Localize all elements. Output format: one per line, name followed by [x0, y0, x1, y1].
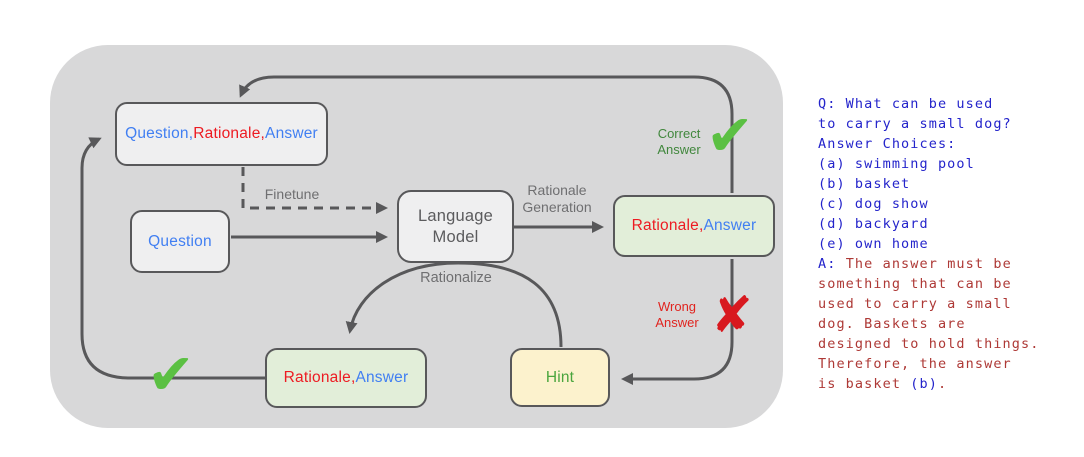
qa-line: designed to hold things. [818, 334, 1080, 354]
qa-line: (c) dog show [818, 194, 1080, 214]
node-label-part: Question, [125, 125, 194, 142]
node-label-part: Rationale, [283, 369, 356, 386]
node-label-part: Answer [265, 125, 318, 142]
node-question-label: Question [148, 232, 212, 250]
qa-segment: designed to hold things. [818, 336, 1040, 352]
qa-line: used to carry a small [818, 294, 1080, 314]
node-question: Question [130, 210, 230, 273]
edge-wrong-to-hint [621, 259, 734, 385]
qa-segment: (c) dog show [818, 196, 929, 212]
correct-answer-label: Correct Answer [657, 126, 701, 158]
qa-segment: dog. Baskets are [818, 316, 966, 332]
qa-line: Q: What can be used [818, 94, 1080, 114]
node-label-part: Rationale, [193, 125, 266, 142]
node-language-model-label: Language Model [417, 206, 493, 246]
edge-correct-loop [239, 75, 734, 193]
qa-segment: Therefore, the answer [818, 356, 1012, 372]
qa-line: A: The answer must be [818, 254, 1080, 274]
qa-segment: A: [818, 256, 837, 272]
qa-segment: something that can be [818, 276, 1012, 292]
node-language-model: Language Model [397, 190, 514, 263]
qa-segment: used to carry a small [818, 296, 1012, 312]
edge-finetune [241, 167, 388, 214]
edge-rationalize-loop [80, 137, 265, 380]
qa-line: to carry a small dog? [818, 114, 1080, 134]
qa-line: Therefore, the answer [818, 354, 1080, 374]
qa-segment: (b) basket [818, 176, 911, 192]
edge-label-rationalize: Rationalize [420, 270, 492, 286]
wrong-cross-icon: ✘ [711, 286, 753, 344]
qa-example-panel: Q: What can be used to carry a small dog?… [818, 94, 1080, 394]
qa-segment: Answer Choices: [818, 136, 957, 152]
node-hint: Hint [510, 348, 610, 407]
correct-check-icon: ✔ [706, 103, 754, 169]
node-hint-label: Hint [545, 368, 575, 386]
qa-segment: . [937, 376, 948, 392]
qa-segment: (e) own home [818, 236, 929, 252]
qa-line: (b) basket [818, 174, 1080, 194]
qa-segment: (b) [910, 376, 938, 392]
node-label-part: Rationale, [631, 217, 704, 234]
node-rationale-answer-bottom: Rationale, Answer [265, 348, 427, 408]
qa-line: something that can be [818, 274, 1080, 294]
qa-line: Answer Choices: [818, 134, 1080, 154]
edge-label-finetune: Finetune [264, 186, 320, 202]
qa-line: dog. Baskets are [818, 314, 1080, 334]
qa-segment: to carry a small dog? [818, 116, 1012, 132]
edge-hint-rationalize [345, 261, 563, 348]
node-label-part: Answer [355, 369, 409, 386]
qa-line: is basket (b). [818, 374, 1080, 394]
qa-line: (d) backyard [818, 214, 1080, 234]
node-question-rationale-answer: Question, Rationale, Answer [115, 102, 328, 166]
node-label-part: Answer [703, 217, 757, 234]
qa-line: (a) swimming pool [818, 154, 1080, 174]
node-rationale-answer-right: Rationale, Answer [613, 195, 775, 257]
qa-segment: (a) swimming pool [818, 156, 975, 172]
wrong-answer-label: Wrong Answer [655, 299, 699, 331]
edge-label-rationale-generation: Rationale Generation [522, 182, 592, 215]
qa-segment: The answer must be [836, 256, 1012, 272]
qa-segment: is basket [818, 376, 911, 392]
loop-check-icon: ✔ [147, 342, 195, 408]
qa-line: (e) own home [818, 234, 1080, 254]
qa-segment: (d) backyard [818, 216, 929, 232]
qa-segment: Q: What can be used [818, 96, 994, 112]
